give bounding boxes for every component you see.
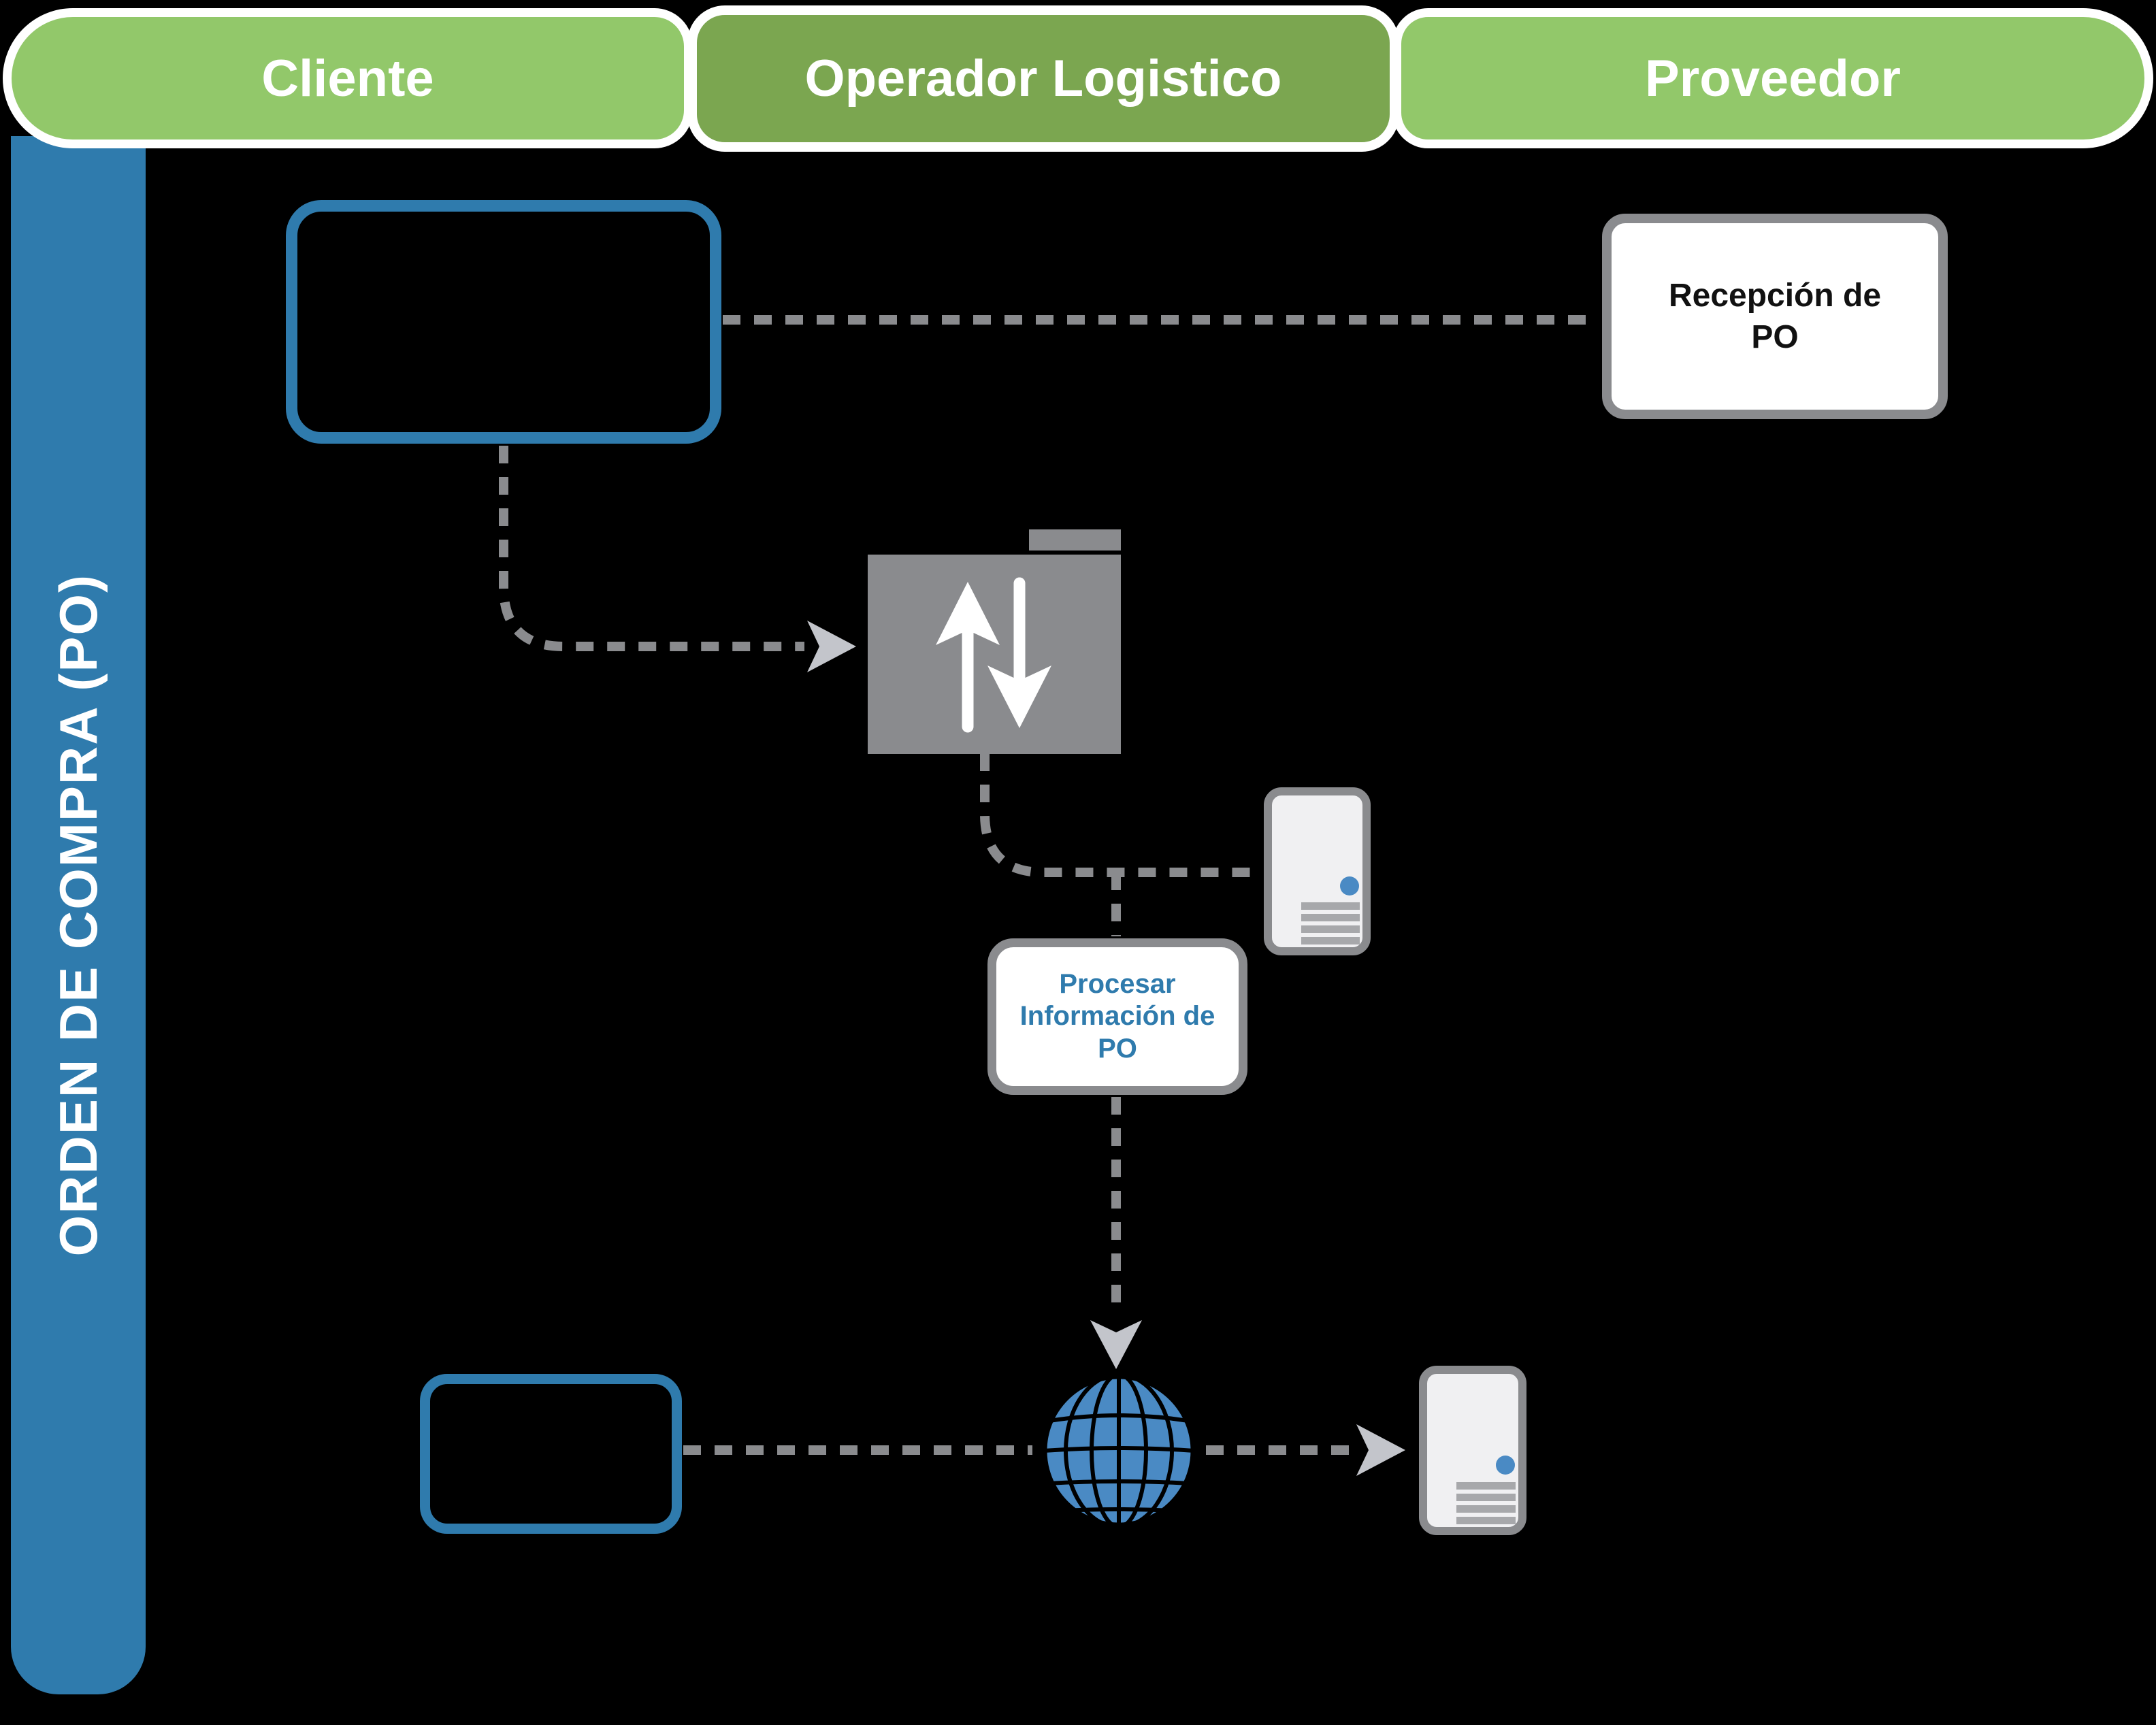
folder-tab	[1029, 529, 1121, 551]
lane-label-proveedor: Proveedor	[1645, 49, 1901, 108]
node-procesar-informacion-po: Procesar Información de PO	[987, 938, 1247, 1095]
globe-gridlines	[1045, 1377, 1193, 1525]
server-chassis	[1419, 1366, 1526, 1535]
arrowhead-right-into-folder	[807, 621, 856, 672]
server-vents	[1301, 902, 1360, 944]
server-icon-middle	[1264, 787, 1371, 955]
down-arrow-glyph	[987, 577, 1051, 728]
server-icon-bottom	[1419, 1366, 1526, 1535]
connector-po-to-folder	[499, 446, 804, 651]
server-vents	[1456, 1482, 1516, 1524]
lane-label-cliente: Cliente	[261, 49, 434, 108]
arrowhead-right-into-server	[1356, 1424, 1405, 1476]
recepcion-label-line2: PO	[1751, 319, 1799, 355]
up-arrow-glyph	[936, 582, 1000, 733]
lane-label-operador: Operador Logistico	[804, 50, 1282, 108]
server-chassis	[1264, 787, 1371, 955]
phase-bar-orden-de-compra: ORDEN DE COMPRA (PO)	[11, 136, 146, 1694]
connector-folder-to-server	[980, 753, 1260, 877]
procesar-label-line3: PO	[1098, 1033, 1137, 1064]
folder-transfer-icon	[868, 529, 1121, 754]
server-led	[1496, 1456, 1515, 1475]
procesar-label-line1: Procesar	[1059, 969, 1176, 1000]
folder-body	[868, 555, 1121, 754]
procesar-label-line2: Información de	[1019, 1001, 1215, 1032]
lane-header-operador-logistico: Operador Logistico	[687, 5, 1399, 152]
lane-header-proveedor: Proveedor	[1392, 8, 2153, 148]
server-led	[1340, 876, 1359, 896]
node-recepcion-de-po: Recepción de PO	[1602, 214, 1948, 419]
globe-icon	[1042, 1374, 1196, 1528]
node-confirmation-box	[420, 1374, 682, 1534]
lane-header-cliente: Cliente	[3, 8, 693, 148]
recepcion-label-line1: Recepción de	[1668, 277, 1882, 314]
node-po-source-box	[286, 200, 721, 444]
arrowhead-down-into-globe	[1090, 1320, 1142, 1369]
